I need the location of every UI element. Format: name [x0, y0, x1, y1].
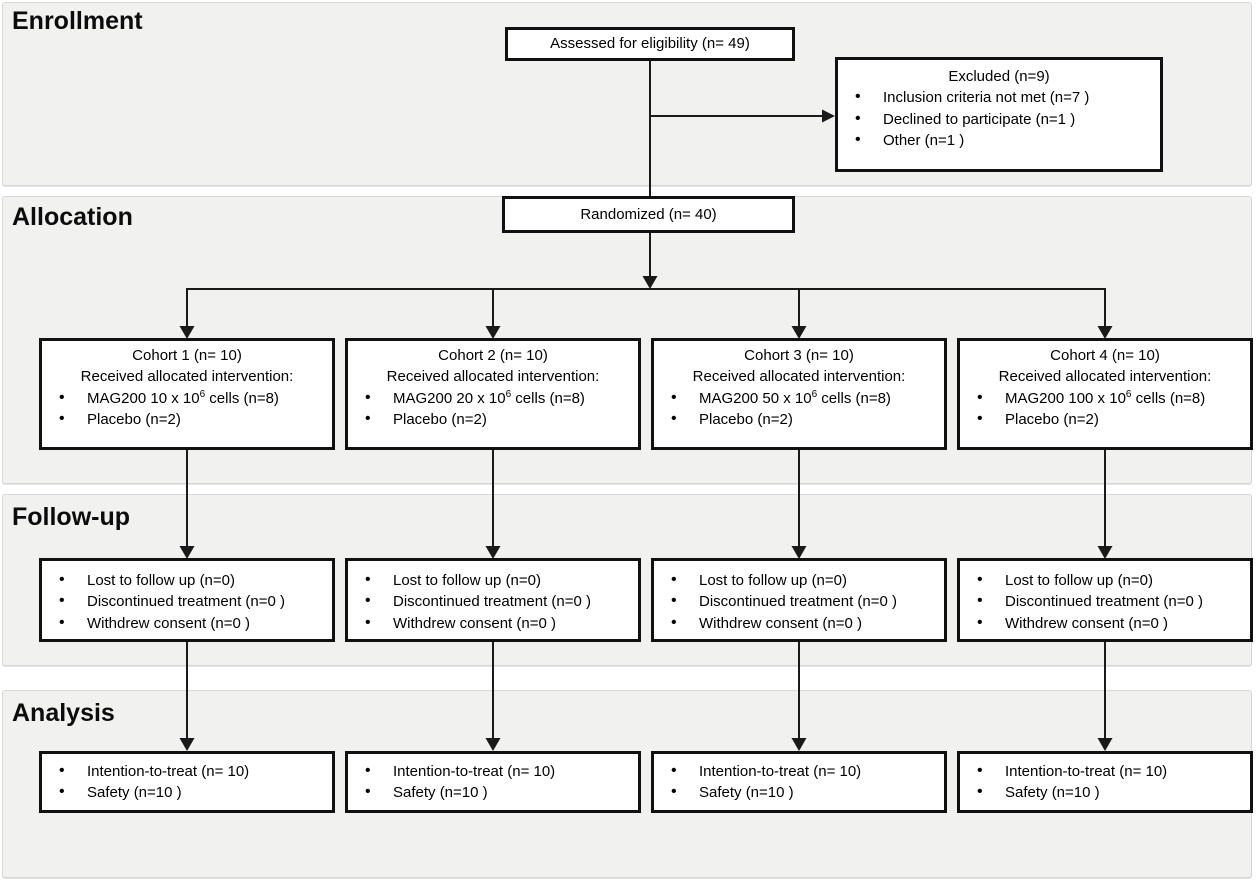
section-label-analysis: Analysis [12, 699, 115, 727]
randomized-text: Randomized (n= 40) [580, 205, 717, 223]
cohort-title: Cohort 3 (n= 10) [744, 347, 854, 364]
followup-bullet: Discontinued treatment (n=0 ) [42, 590, 332, 613]
excluded-bullet: Inclusion criteria not met (n=7 ) [838, 86, 1160, 109]
cohort-bullet-mag: MAG200 100 x 106 cells (n=8) [960, 387, 1250, 410]
cohort-4-box: Cohort 4 (n= 10) Received allocated inte… [957, 338, 1253, 450]
mag-dose-exponent: 6 [199, 388, 206, 400]
mag-dose-suffix: cells (n=8) [1131, 389, 1206, 407]
analysis-bullet: Safety (n=10 ) [654, 781, 944, 804]
cohort-bullet-list: MAG200 20 x 106 cells (n=8) Placebo (n=2… [348, 387, 638, 431]
mag-dose-exponent: 6 [811, 388, 818, 400]
section-label-enrollment: Enrollment [12, 7, 143, 35]
cohort-subtitle: Received allocated intervention: [80, 368, 294, 386]
excluded-box: Excluded (n=9) Inclusion criteria not me… [835, 57, 1163, 172]
analysis-1-box: Intention-to-treat (n= 10) Safety (n=10 … [39, 751, 335, 813]
followup-bullet-list: Lost to follow up (n=0) Discontinued tre… [348, 569, 638, 635]
cohort-subtitle: Received allocated intervention: [998, 368, 1212, 386]
followup-bullet: Discontinued treatment (n=0 ) [348, 590, 638, 613]
cohort-subtitle: Received allocated intervention: [386, 368, 600, 386]
followup-3-box: Lost to follow up (n=0) Discontinued tre… [651, 558, 947, 642]
followup-bullet: Withdrew consent (n=0 ) [42, 612, 332, 635]
cohort-bullet-placebo: Placebo (n=2) [960, 408, 1250, 431]
section-label-allocation: Allocation [12, 203, 133, 231]
mag-dose-exponent: 6 [505, 388, 512, 400]
followup-bullet: Withdrew consent (n=0 ) [960, 612, 1250, 635]
followup-bullet-list: Lost to follow up (n=0) Discontinued tre… [654, 569, 944, 635]
cohort-3-box: Cohort 3 (n= 10) Received allocated inte… [651, 338, 947, 450]
cohort-bullet-mag: MAG200 50 x 106 cells (n=8) [654, 387, 944, 410]
mag-dose-text: MAG200 20 x 10 [393, 389, 506, 407]
cohort-bullet-mag: MAG200 10 x 106 cells (n=8) [42, 387, 332, 410]
mag-dose-suffix: cells (n=8) [205, 389, 279, 407]
mag-dose-text: MAG200 100 x 10 [1005, 389, 1126, 407]
cohort-title: Cohort 2 (n= 10) [438, 347, 548, 364]
cohort-title: Cohort 1 (n= 10) [132, 347, 242, 364]
analysis-bullet: Safety (n=10 ) [348, 781, 638, 804]
followup-4-box: Lost to follow up (n=0) Discontinued tre… [957, 558, 1253, 642]
analysis-bullet: Safety (n=10 ) [42, 781, 332, 804]
followup-bullet-list: Lost to follow up (n=0) Discontinued tre… [42, 569, 332, 635]
excluded-title: Excluded (n=9) [948, 68, 1050, 85]
cohort-bullet-list: MAG200 10 x 106 cells (n=8) Placebo (n=2… [42, 387, 332, 431]
mag-dose-suffix: cells (n=8) [511, 389, 585, 407]
cohort-1-box: Cohort 1 (n= 10) Received allocated inte… [39, 338, 335, 450]
cohort-bullet-list: MAG200 50 x 106 cells (n=8) Placebo (n=2… [654, 387, 944, 431]
analysis-3-box: Intention-to-treat (n= 10) Safety (n=10 … [651, 751, 947, 813]
followup-bullet: Lost to follow up (n=0) [348, 569, 638, 592]
cohort-bullet-placebo: Placebo (n=2) [654, 408, 944, 431]
cohort-bullet-list: MAG200 100 x 106 cells (n=8) Placebo (n=… [960, 387, 1250, 431]
excluded-bullet: Declined to participate (n=1 ) [838, 108, 1160, 131]
followup-bullet: Discontinued treatment (n=0 ) [960, 590, 1250, 613]
analysis-4-box: Intention-to-treat (n= 10) Safety (n=10 … [957, 751, 1253, 813]
mag-dose-exponent: 6 [1125, 388, 1132, 400]
analysis-bullet-list: Intention-to-treat (n= 10) Safety (n=10 … [42, 760, 332, 804]
mag-dose-text: MAG200 10 x 10 [87, 389, 200, 407]
followup-bullet: Lost to follow up (n=0) [654, 569, 944, 592]
assessed-eligibility-text: Assessed for eligibility (n= 49) [550, 35, 750, 53]
analysis-bullet: Intention-to-treat (n= 10) [42, 760, 332, 783]
cohort-bullet-placebo: Placebo (n=2) [42, 408, 332, 431]
analysis-2-box: Intention-to-treat (n= 10) Safety (n=10 … [345, 751, 641, 813]
excluded-bullet: Other (n=1 ) [838, 129, 1160, 152]
randomized-box: Randomized (n= 40) [502, 196, 795, 233]
cohort-title: Cohort 4 (n= 10) [1050, 347, 1160, 364]
followup-bullet: Lost to follow up (n=0) [42, 569, 332, 592]
analysis-bullet: Intention-to-treat (n= 10) [348, 760, 638, 783]
analysis-bullet: Intention-to-treat (n= 10) [654, 760, 944, 783]
mag-dose-text: MAG200 50 x 10 [699, 389, 812, 407]
followup-bullet-list: Lost to follow up (n=0) Discontinued tre… [960, 569, 1250, 635]
followup-bullet: Withdrew consent (n=0 ) [654, 612, 944, 635]
followup-bullet: Discontinued treatment (n=0 ) [654, 590, 944, 613]
followup-bullet: Lost to follow up (n=0) [960, 569, 1250, 592]
followup-2-box: Lost to follow up (n=0) Discontinued tre… [345, 558, 641, 642]
cohort-subtitle: Received allocated intervention: [692, 368, 906, 386]
section-label-followup: Follow-up [12, 503, 131, 531]
assessed-eligibility-box: Assessed for eligibility (n= 49) [505, 27, 795, 61]
cohort-2-box: Cohort 2 (n= 10) Received allocated inte… [345, 338, 641, 450]
followup-1-box: Lost to follow up (n=0) Discontinued tre… [39, 558, 335, 642]
analysis-bullet-list: Intention-to-treat (n= 10) Safety (n=10 … [654, 760, 944, 804]
analysis-bullet: Intention-to-treat (n= 10) [960, 760, 1250, 783]
analysis-bullet: Safety (n=10 ) [960, 781, 1250, 804]
analysis-bullet-list: Intention-to-treat (n= 10) Safety (n=10 … [348, 760, 638, 804]
mag-dose-suffix: cells (n=8) [817, 389, 891, 407]
followup-bullet: Withdrew consent (n=0 ) [348, 612, 638, 635]
cohort-bullet-mag: MAG200 20 x 106 cells (n=8) [348, 387, 638, 410]
excluded-bullet-list: Inclusion criteria not met (n=7 ) Declin… [838, 86, 1160, 152]
analysis-bullet-list: Intention-to-treat (n= 10) Safety (n=10 … [960, 760, 1250, 804]
cohort-bullet-placebo: Placebo (n=2) [348, 408, 638, 431]
